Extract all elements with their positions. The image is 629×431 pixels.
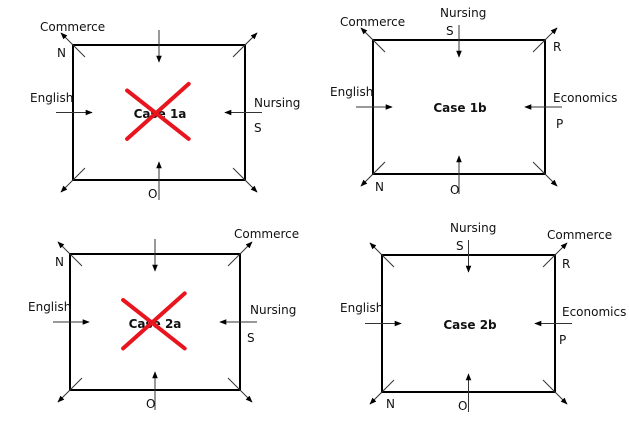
- label-top: Nursing: [440, 6, 486, 20]
- label-corner-tl: N: [55, 255, 64, 269]
- arrow-out-bottom-right: [227, 377, 253, 403]
- label-top: Nursing: [450, 221, 496, 235]
- cross-out-mark: [125, 88, 191, 141]
- label-topleft: Commerce: [340, 15, 405, 29]
- label-right: Economics: [553, 91, 617, 105]
- cross-out-mark: [121, 291, 187, 351]
- arrow-out-bottom-left: [360, 161, 386, 187]
- label-corner-bl: N: [375, 180, 384, 194]
- label-topleft: Commerce: [40, 20, 105, 34]
- label-left: English: [28, 300, 71, 314]
- arrow-out-top-left: [360, 27, 386, 53]
- arrow-out-bottom-left: [369, 379, 395, 405]
- label-right-sub: S: [254, 121, 262, 135]
- label-top-sub: S: [456, 239, 464, 253]
- case-title: Case 2b: [443, 318, 497, 332]
- label-right: Nursing: [254, 96, 300, 110]
- label-corner-tl: N: [57, 46, 66, 60]
- arrow-out-bottom-right: [232, 167, 258, 193]
- case-2a-panel: Case 2aCommerceNEnglishNursingSO: [28, 227, 299, 411]
- arrow-out-bottom-right: [532, 161, 558, 187]
- label-left: English: [30, 91, 73, 105]
- arrow-out-top-right: [227, 241, 253, 267]
- label-left: English: [340, 301, 383, 315]
- arrow-out-top-right: [532, 27, 558, 53]
- case-title: Case 1b: [433, 101, 487, 115]
- label-right-sub: P: [556, 117, 563, 131]
- label-topright: Commerce: [234, 227, 299, 241]
- arrow-out-top-left: [57, 241, 83, 267]
- label-right-sub: P: [559, 333, 566, 347]
- arrow-out-bottom-right: [542, 379, 568, 405]
- label-bottom: O: [458, 399, 467, 413]
- label-corner-bl: N: [386, 397, 395, 411]
- arrow-out-bottom-left: [60, 167, 86, 193]
- cross-out-mark: [121, 298, 187, 351]
- label-right: Nursing: [250, 303, 296, 317]
- label-corner-tr: R: [562, 257, 570, 271]
- cross-out-mark: [125, 81, 191, 141]
- label-right: Economics: [562, 305, 626, 319]
- arrow-out-top-left: [369, 242, 395, 268]
- label-bottom: O: [450, 183, 459, 197]
- label-bottom: O: [146, 397, 155, 411]
- label-top-sub: S: [446, 24, 454, 38]
- arrow-out-top-left: [60, 32, 86, 58]
- arrow-out-top-right: [542, 242, 568, 268]
- arrow-out-bottom-left: [57, 377, 83, 403]
- label-left: English: [330, 85, 373, 99]
- label-right-sub: S: [247, 331, 255, 345]
- label-topright: Commerce: [547, 228, 612, 242]
- label-bottom: O: [148, 187, 157, 201]
- arrow-out-top-right: [232, 32, 258, 58]
- case-1a-panel: Case 1aCommerceNEnglishNursingSO: [30, 20, 300, 201]
- label-corner-tr: R: [553, 40, 561, 54]
